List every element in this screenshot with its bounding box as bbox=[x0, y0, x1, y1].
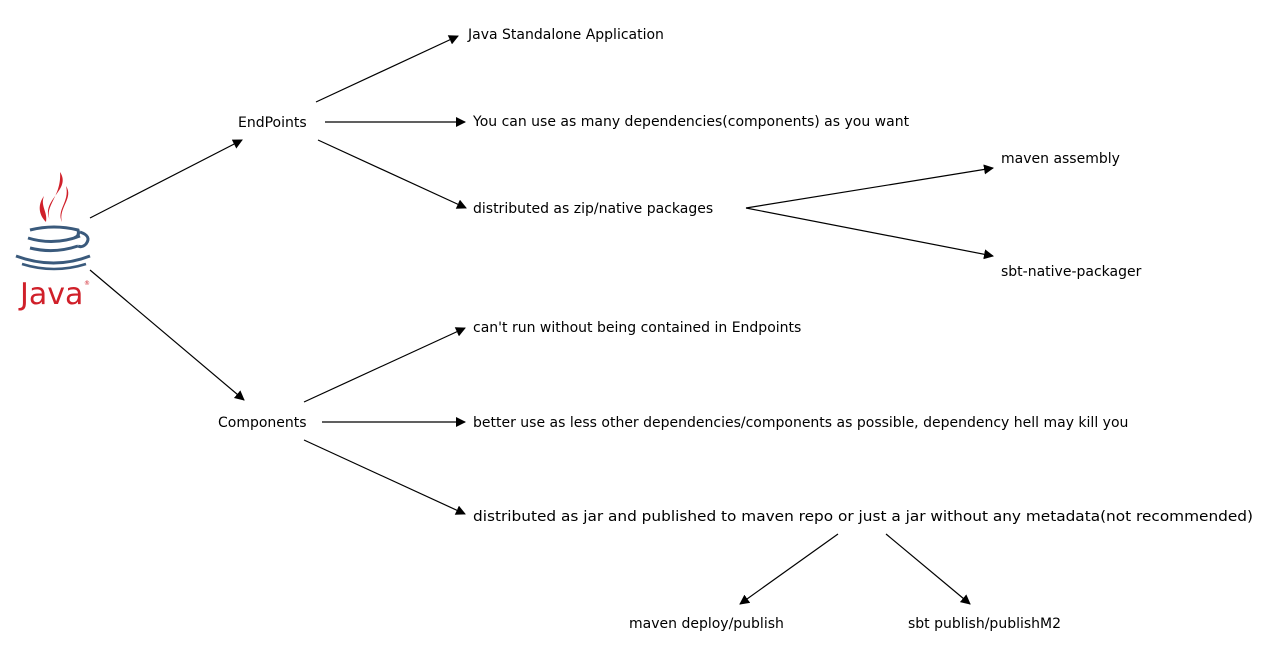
flame-large bbox=[48, 172, 63, 220]
java-logo-word: Java bbox=[18, 277, 83, 312]
java-coffee-cup-icon bbox=[15, 172, 91, 271]
node-java-standalone: Java Standalone Application bbox=[467, 27, 664, 43]
cup-ring-body-2 bbox=[29, 244, 79, 253]
cup-ring-top bbox=[29, 225, 80, 240]
cup-ring-body-1 bbox=[27, 234, 81, 243]
node-endpoints: EndPoints bbox=[238, 115, 307, 131]
edge-components-to-cant-run bbox=[303, 327, 466, 403]
edge-java-to-endpoints bbox=[89, 139, 243, 219]
node-many-dependencies: You can use as many dependencies(compone… bbox=[472, 114, 910, 130]
edge-endpoints-to-standalone bbox=[315, 35, 459, 103]
flame-small bbox=[60, 186, 69, 222]
cup-saucer bbox=[15, 254, 91, 265]
node-sbt-native-packager: sbt-native-packager bbox=[1001, 264, 1142, 280]
edge-zip-to-maven-assembly bbox=[745, 164, 994, 209]
node-sbt-publish: sbt publish/publishM2 bbox=[908, 616, 1061, 632]
node-distributed-zip: distributed as zip/native packages bbox=[473, 201, 713, 217]
edge-jar-to-maven-deploy bbox=[739, 533, 839, 605]
edge-endpoints-to-zip bbox=[317, 139, 467, 209]
cup-saucer-bottom bbox=[21, 262, 87, 271]
node-components: Components bbox=[218, 415, 307, 431]
node-maven-assembly: maven assembly bbox=[1001, 151, 1120, 167]
node-better-use: better use as less other dependencies/co… bbox=[473, 415, 1128, 431]
node-maven-deploy: maven deploy/publish bbox=[629, 616, 784, 632]
cup-handle bbox=[77, 230, 90, 249]
node-cant-run: can't run without being contained in End… bbox=[473, 320, 801, 336]
node-distributed-jar: distributed as jar and published to mave… bbox=[473, 509, 1253, 525]
flame-left bbox=[39, 196, 47, 222]
edge-jar-to-sbt-publish bbox=[885, 533, 971, 605]
java-logo: Java ® bbox=[15, 172, 91, 312]
edge-components-to-jar bbox=[303, 439, 466, 515]
edge-zip-to-sbt-native bbox=[745, 207, 994, 260]
java-logo-trademark: ® bbox=[84, 280, 90, 287]
edge-java-to-components bbox=[89, 269, 245, 401]
